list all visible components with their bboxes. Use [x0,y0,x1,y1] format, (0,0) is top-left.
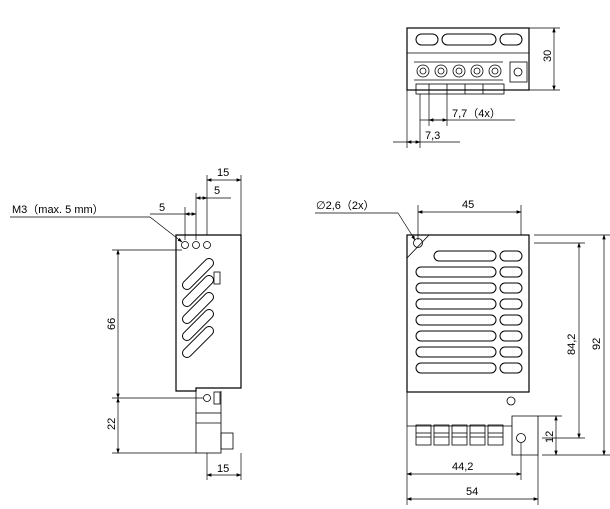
top-slot [415,33,439,46]
label-hole-spec: ∅2,6（2x） [316,199,375,212]
led-indicator [506,396,516,406]
top-view-outline [406,27,530,91]
dim-side-height-lower: 22 [106,418,118,430]
dim-top-pitch: 7,7（4x） [452,107,501,120]
dim-front-width-top: 45 [462,199,474,211]
dim-side-width-bottom: 15 [217,463,229,475]
front-mount-tab [511,415,539,456]
screw-hole [203,241,211,249]
dim-side-pitch-a: 5 [159,202,165,214]
dim-top-offset: 7,3 [425,130,440,142]
side-vents [182,258,214,358]
dim-front-height-total: 92 [591,338,603,350]
front-vents [415,250,523,374]
top-slot [441,33,497,46]
label-screw-spec: M3（max. 5 mm） [12,203,104,216]
terminal-screws [416,64,502,78]
dim-front-height-inner: 84,2 [566,334,578,355]
dim-side-height-main: 66 [106,318,118,330]
screw-hole [192,241,200,249]
top-view: 30 7,7（4x） 7,3 [393,27,560,148]
mount-hole [516,433,526,443]
dim-front-width-terminals: 44,2 [452,461,473,473]
mount-tab [509,61,528,83]
dim-front-width-total: 54 [466,486,478,498]
screw-hole [203,394,211,402]
front-terminals [415,424,504,446]
top-slot [499,33,523,46]
dim-front-height-tab: 12 [544,431,556,443]
screw-hole [181,241,189,249]
front-view-outline [406,234,530,393]
dim-side-pitch-b: 5 [214,185,220,197]
side-terminal-block [195,412,222,454]
dim-top-height: 30 [542,50,554,62]
side-view: 15 5 5 M3（max. 5 mm） 66 22 15 [10,167,242,480]
dim-side-width-top: 15 [217,167,229,179]
front-view: ∅2,6（2x） 45 84,2 92 12 44,2 54 [315,199,610,505]
